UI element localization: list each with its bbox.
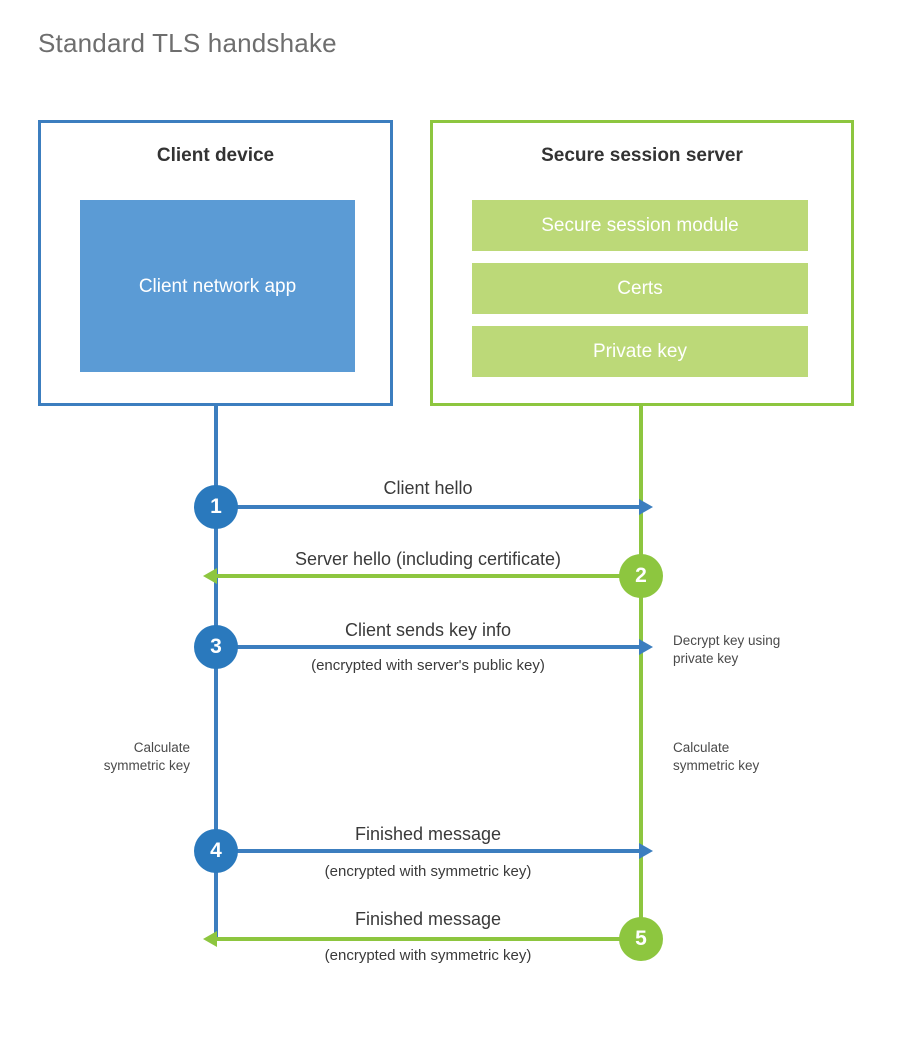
page-title: Standard TLS handshake [38, 28, 337, 58]
step-4-label: Finished message [354, 824, 502, 844]
step-1-label: Client hello [383, 478, 473, 498]
arrowhead-right-icon [639, 639, 653, 655]
server-note-decrypt-key-line-1: Decrypt key using [673, 633, 781, 648]
server-note-calc-line-2: symmetric key [673, 758, 760, 773]
step-5-sublabel: (encrypted with symmetric key) [324, 947, 532, 964]
server-component-secure-session-module: Secure session module [472, 200, 808, 251]
client-lifeline [214, 403, 218, 940]
step-3-arrow [216, 639, 653, 655]
client-note-calculate-symmetric-key: Calculate symmetric key [20, 739, 190, 775]
arrowhead-left-icon [203, 931, 217, 947]
step-4-sublabel: (encrypted with symmetric key) [324, 863, 532, 880]
client-network-app-block: Client network app [80, 200, 355, 372]
server-note-calculate-symmetric-key: Calculate symmetric key [673, 739, 853, 775]
arrowhead-right-icon [639, 843, 653, 859]
secure-session-server-title: Secure session server [541, 145, 743, 166]
server-note-decrypt-key-line-2: private key [673, 651, 739, 666]
step-2-label: Server hello (including certificate) [294, 549, 562, 569]
step-2-circle: 2 [619, 554, 663, 598]
step-4-circle: 4 [194, 829, 238, 873]
step-5-circle: 5 [619, 917, 663, 961]
client-device-title: Client device [156, 145, 275, 166]
server-note-decrypt-key: Decrypt key using private key [673, 632, 853, 668]
step-5-label: Finished message [354, 909, 502, 929]
server-component-private-key: Private key [472, 326, 808, 377]
step-3-sublabel: (encrypted with server's public key) [311, 657, 545, 674]
client-note-calc-line-1: Calculate [133, 740, 190, 755]
server-component-certs: Certs [472, 263, 808, 314]
step-5-arrow [203, 931, 640, 947]
step-1-arrow [216, 499, 653, 515]
client-note-calc-line-2: symmetric key [103, 758, 190, 773]
step-2-arrow [203, 568, 640, 584]
server-note-calc-line-1: Calculate [673, 740, 730, 755]
step-4-arrow [216, 843, 653, 859]
client-device-box: Client device Client network app [38, 120, 393, 406]
step-1-circle: 1 [194, 485, 238, 529]
arrowhead-right-icon [639, 499, 653, 515]
secure-session-server-box: Secure session server Secure session mod… [430, 120, 854, 406]
arrowhead-left-icon [203, 568, 217, 584]
step-3-label: Client sends key info [344, 620, 512, 640]
server-lifeline [639, 403, 643, 940]
step-3-circle: 3 [194, 625, 238, 669]
